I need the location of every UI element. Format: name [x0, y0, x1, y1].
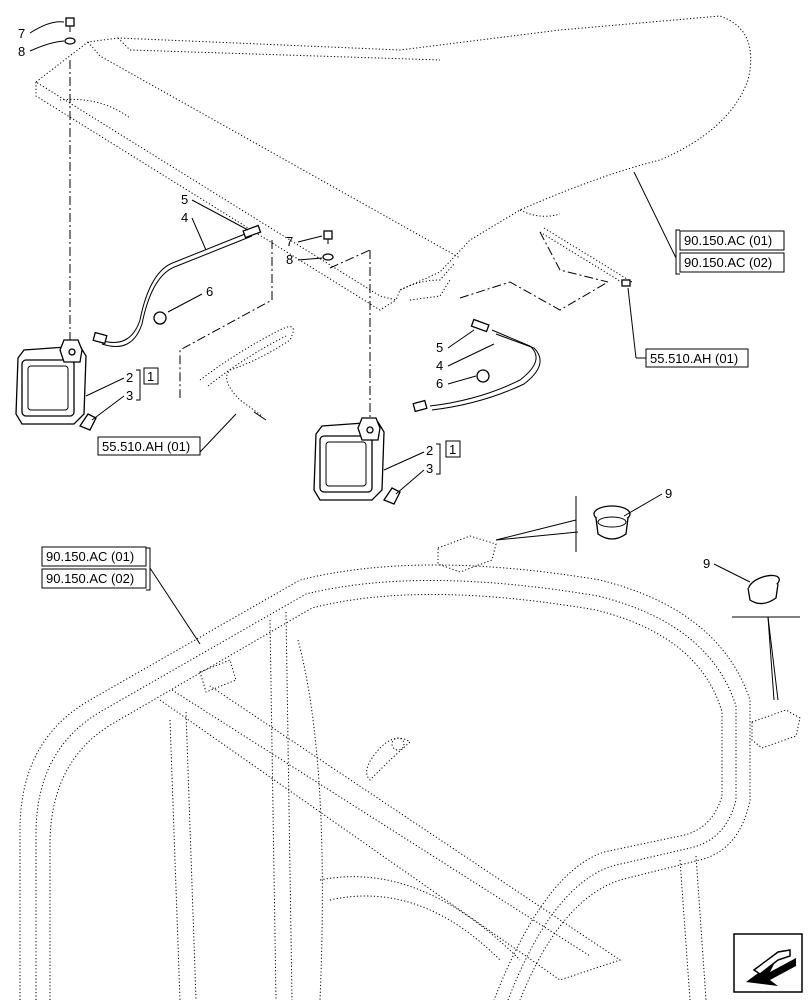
work-lamp	[15, 339, 87, 425]
callout-3: 3	[426, 461, 433, 476]
washer	[322, 253, 334, 261]
wire-harness	[412, 318, 541, 413]
ref-group-top: 90.150.AC (01) 90.150.AC (02) 55.510.AH …	[633, 171, 785, 368]
callout-1: 1	[147, 369, 154, 384]
callout-9: 9	[665, 486, 672, 501]
work-lamp	[313, 417, 385, 501]
callout-6: 6	[436, 376, 443, 391]
grommet	[476, 369, 490, 383]
roof-panel	[35, 15, 752, 311]
callout-7: 7	[18, 26, 25, 41]
arrow-left-down-icon[interactable]	[733, 933, 803, 993]
wire-harness	[92, 224, 262, 347]
bulb	[383, 487, 401, 505]
ref-90-150-ac-02-top: 90.150.AC (02)	[684, 255, 772, 270]
ref-55-510-ah-01-right: 55.510.AH (01)	[650, 351, 738, 366]
ref-90-150-ac-02-cab: 90.150.AC (02)	[46, 571, 134, 586]
bolt	[65, 17, 75, 32]
callout-8: 8	[286, 252, 293, 267]
bolt	[323, 230, 333, 244]
ref-group-cab: 90.150.AC (01) 90.150.AC (02)	[41, 546, 201, 645]
callout-1: 1	[449, 442, 456, 457]
washer	[64, 37, 76, 45]
ref-55-510-ah-01-left: 55.510.AH (01)	[102, 439, 190, 454]
grommet	[153, 311, 167, 325]
callout-4: 4	[181, 210, 188, 225]
callout-9: 9	[703, 556, 710, 571]
callout-4: 4	[436, 358, 443, 373]
callout-2: 2	[426, 443, 433, 458]
cab-frame	[19, 535, 801, 1000]
callout-7: 7	[286, 234, 293, 249]
callout-5: 5	[181, 192, 188, 207]
plug-9-upper: 9	[495, 486, 672, 552]
left-lamp-assembly: 7 8 5 4 6 2 3	[15, 17, 294, 456]
callout-6: 6	[206, 284, 213, 299]
bulb	[79, 413, 97, 431]
callout-3: 3	[126, 388, 133, 403]
right-lamp-assembly: 7 8 5 4 6 2 3 1	[286, 227, 637, 505]
ref-90-150-ac-01-cab: 90.150.AC (01)	[46, 549, 134, 564]
plug-9-lower: 9	[703, 556, 800, 701]
callout-5: 5	[436, 340, 443, 355]
callout-2: 2	[126, 370, 133, 385]
ref-90-150-ac-01-top: 90.150.AC (01)	[684, 233, 772, 248]
callout-8: 8	[18, 44, 25, 59]
